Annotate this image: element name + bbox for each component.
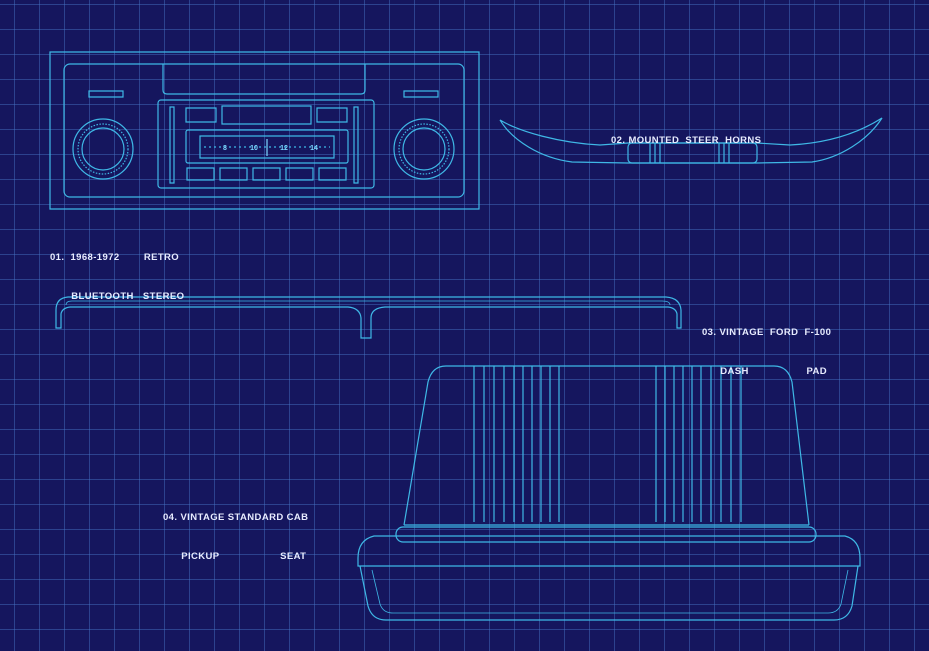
dash-pad-inner-line	[66, 301, 670, 305]
radio-faceplate-inner	[64, 64, 464, 197]
caption-dash-pad-line-2: DASH PAD	[702, 366, 828, 377]
right-tuning-knob-icon	[394, 119, 454, 179]
dial-number: 12	[280, 145, 288, 152]
seat-base-inner	[372, 570, 848, 613]
dash-pad-illustration	[56, 297, 681, 338]
caption-dash-pad-line-1: 03. VINTAGE FORD F-100	[702, 327, 832, 338]
caption-bench-seat-line-2: PICKUP SEAT	[163, 551, 307, 562]
radio-left-slot	[89, 91, 123, 97]
horns-center-wrap	[628, 143, 757, 163]
radio-dial-inner	[200, 136, 334, 158]
dial-number: 14	[310, 145, 318, 152]
dash-pad-outline	[56, 297, 681, 338]
seat-cushion-top	[396, 527, 816, 542]
caption-bench-seat: 04. VINTAGE STANDARD CAB PICKUP SEAT	[163, 485, 308, 576]
caption-bench-seat-line-1: 04. VINTAGE STANDARD CAB	[163, 512, 309, 523]
seat-cushion-outline	[358, 536, 860, 566]
dial-number: 8	[223, 145, 227, 152]
radio-dial-window	[186, 130, 348, 163]
bench-seat-illustration	[358, 366, 860, 620]
radio-center-panel	[158, 100, 374, 188]
radio-top-button-right	[317, 108, 347, 122]
preset-button-5	[319, 168, 346, 180]
radio-top-button-left	[186, 108, 216, 122]
preset-button-2	[220, 168, 247, 180]
left-volume-knob-icon	[73, 119, 133, 179]
caption-radio-line-1: 01. 1968-1972 RETRO	[50, 252, 180, 263]
preset-button-1	[187, 168, 214, 180]
horns-outline	[500, 118, 882, 163]
seat-back-outline	[404, 366, 809, 525]
caption-horns-line-1: 02. MOUNTED STEER HORNS	[611, 135, 762, 146]
caption-dash-pad: 03. VINTAGE FORD F-100 DASH PAD	[702, 300, 831, 391]
radio-left-bar	[170, 107, 174, 183]
dial-number: 10	[250, 145, 258, 152]
caption-radio-line-2: BLUETOOTH STEREO	[50, 291, 185, 302]
preset-button-4	[286, 168, 313, 180]
radio-right-slot	[404, 91, 438, 97]
caption-horns: 02. MOUNTED STEER HORNS	[611, 108, 761, 160]
radio-top-display	[222, 106, 311, 124]
radio-top-bezel	[163, 64, 365, 94]
radio-right-bar	[354, 107, 358, 183]
retro-radio-illustration: 8 10 12 14	[50, 52, 479, 209]
seat-base-outline	[360, 566, 858, 620]
radio-faceplate-outer	[50, 52, 479, 209]
caption-radio: 01. 1968-1972 RETRO BLUETOOTH STEREO	[50, 225, 184, 316]
preset-button-3	[253, 168, 280, 180]
steer-horns-illustration	[500, 118, 882, 163]
